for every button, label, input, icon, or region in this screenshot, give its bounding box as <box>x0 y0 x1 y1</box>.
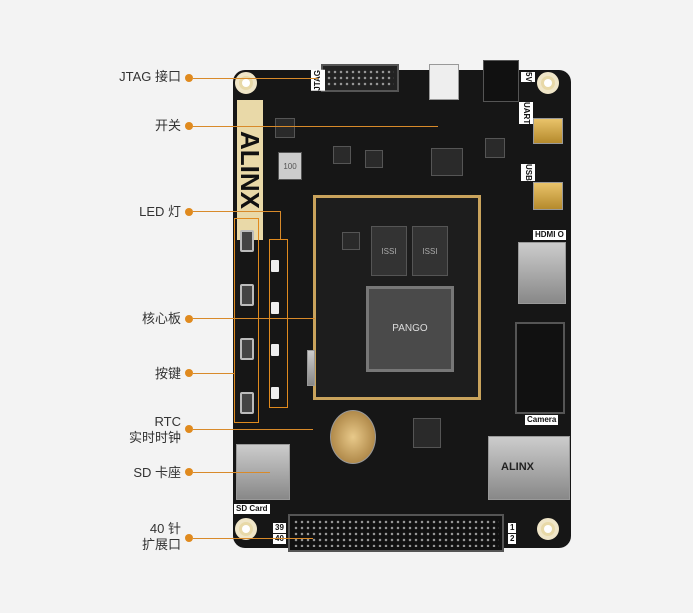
ic <box>275 118 295 138</box>
callout-dot <box>185 468 193 476</box>
memory-chip: ISSI <box>412 226 448 276</box>
led <box>271 387 279 399</box>
pin2-silk: 2 <box>508 534 517 544</box>
callout-sd-label: SD 卡座 <box>133 465 181 480</box>
led <box>271 260 279 272</box>
hdmi-silk: HDMI O <box>533 230 566 240</box>
leader-line <box>193 126 438 127</box>
key-button[interactable] <box>240 284 254 306</box>
usb-port <box>533 182 563 210</box>
memory-chip: ISSI <box>371 226 407 276</box>
callout-keys-label: 按键 <box>154 366 181 381</box>
keys-highlight <box>234 218 259 423</box>
pin40-silk: 40 <box>273 534 286 544</box>
leader-line <box>193 211 280 212</box>
callout-dot <box>185 369 193 377</box>
callout-dot <box>185 315 193 323</box>
pin39-silk: 39 <box>273 523 286 533</box>
mount-hole <box>235 518 257 540</box>
callout-gpio-label: 40 针扩展口 <box>142 521 181 553</box>
ethernet-port: ALINX <box>488 436 570 500</box>
jtag-silk: JTAG <box>311 70 325 91</box>
mount-hole <box>537 518 559 540</box>
leader-line <box>193 78 318 79</box>
alinx-logo: ALINX <box>235 100 265 240</box>
callout-dot <box>185 74 193 82</box>
gpio-line2: 扩展口 <box>141 537 181 552</box>
rtc-battery <box>330 410 376 464</box>
leader-line <box>193 318 315 319</box>
ic <box>333 146 351 164</box>
callout-core-label: 核心板 <box>141 311 181 326</box>
ic <box>365 150 383 168</box>
ic <box>431 148 463 176</box>
leds-highlight <box>269 239 288 408</box>
pin1-silk: 1 <box>508 523 517 533</box>
power-switch <box>429 64 459 100</box>
power-jack <box>483 60 519 102</box>
mount-hole <box>537 72 559 94</box>
key-button[interactable] <box>240 338 254 360</box>
leader-line <box>193 538 313 539</box>
usb-silk: USB <box>521 164 535 181</box>
led <box>271 302 279 314</box>
power-silk: 5V <box>521 72 535 82</box>
key-button[interactable] <box>240 392 254 414</box>
rtc-line2: 实时时钟 <box>128 430 181 445</box>
inductor: 100 <box>278 152 302 180</box>
callout-led-label: LED 灯 <box>139 204 181 219</box>
callout-jtag-label: JTAG 接口 <box>119 69 181 84</box>
camera-silk: Camera <box>525 415 559 425</box>
callout-dot <box>185 534 193 542</box>
uart-silk: UART <box>519 102 533 125</box>
rtc-crystal <box>307 350 315 386</box>
ic <box>413 418 441 448</box>
mount-hole <box>235 72 257 94</box>
callout-switch-label: 开关 <box>154 118 181 133</box>
callout-dot <box>185 208 193 216</box>
gpio-header[interactable] <box>288 514 504 552</box>
callout-dot <box>185 122 193 130</box>
leader-line <box>193 373 234 374</box>
leader-line <box>193 472 270 473</box>
hdmi-port <box>518 242 566 304</box>
camera-header <box>515 322 565 414</box>
jtag-header <box>321 64 399 92</box>
rtc-line1: RTC <box>154 414 181 429</box>
callout-dot <box>185 425 193 433</box>
led <box>271 344 279 356</box>
pcb-board: ALINX JTAG 5V 100 UART USB HDMI O Camera… <box>233 60 571 552</box>
sd-silk: SD Card <box>234 504 270 514</box>
gpio-line1: 40 针 <box>149 521 181 536</box>
ic <box>342 232 360 250</box>
leader-line <box>280 211 281 239</box>
leader-line <box>193 429 313 430</box>
fpga-chip: PANGO <box>366 286 454 372</box>
ic <box>485 138 505 158</box>
key-button[interactable] <box>240 230 254 252</box>
uart-port <box>533 118 563 144</box>
core-module: ISSI ISSI PANGO <box>313 195 481 400</box>
